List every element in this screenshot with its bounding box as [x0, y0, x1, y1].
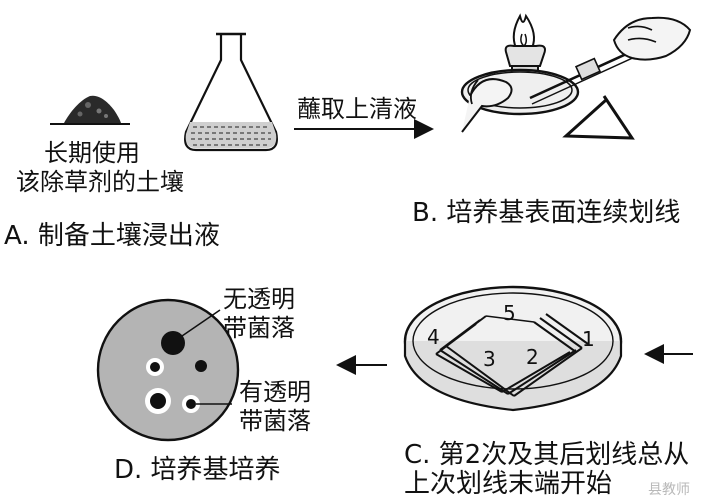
- streak-number-3: 3: [483, 347, 496, 371]
- label-no-halo-line2: 带菌落: [223, 314, 295, 342]
- petri-dish-streaks: [403, 285, 623, 412]
- colony-with-halo: [150, 393, 166, 409]
- step-c-caption-line2: 上次划线末端开始: [404, 469, 613, 499]
- transfer-arrow-label: 蘸取上清液: [297, 95, 417, 123]
- streak-number-5: 5: [503, 301, 516, 325]
- colony-no-halo: [195, 360, 207, 372]
- step-d-caption: D. 培养基培养: [114, 455, 281, 485]
- soil-label-line2: 该除草剂的土壤: [16, 168, 184, 196]
- colony-with-halo: [186, 399, 196, 409]
- streak-number-2: 2: [526, 345, 539, 369]
- colony-with-halo: [150, 362, 160, 372]
- label-no-halo-line1: 无透明: [223, 285, 295, 313]
- colony-no-halo: [161, 331, 185, 355]
- label-halo-line2: 带菌落: [239, 407, 311, 435]
- streaking-illustration: [460, 13, 692, 140]
- streak-number-4: 4: [427, 325, 440, 349]
- soil-label-line1: 长期使用: [44, 139, 140, 167]
- step-a-caption: A. 制备土壤浸出液: [4, 221, 220, 251]
- soil-pile: [50, 95, 130, 125]
- conical-flask: [184, 32, 278, 152]
- step-c-caption-line1: C. 第2次及其后划线总从: [404, 440, 690, 470]
- streak-number-1: 1: [582, 327, 595, 351]
- label-halo-line1: 有透明: [239, 378, 311, 406]
- culture-plate: [96, 298, 240, 442]
- watermark: 县教师: [648, 482, 690, 498]
- step-b-caption: B. 培养基表面连续划线: [412, 198, 681, 228]
